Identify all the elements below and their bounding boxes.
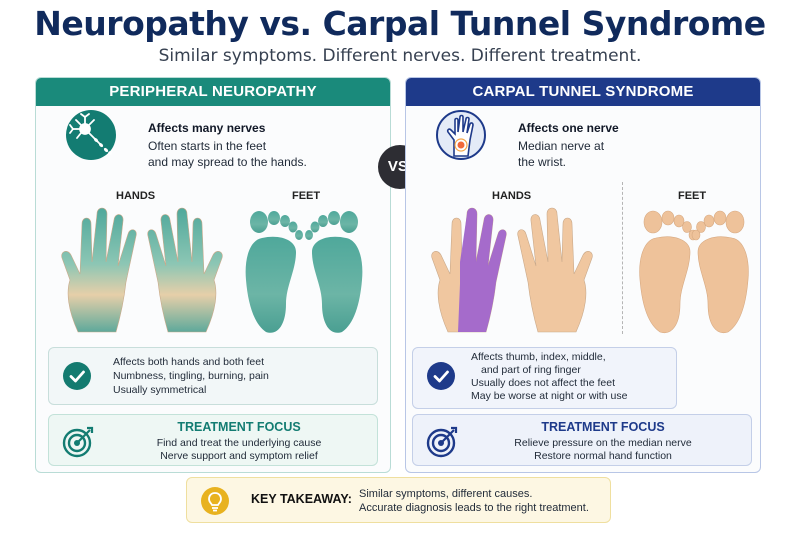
key-takeaway-label: KEY TAKEAWAY: [251,492,352,506]
carpal-tunnel-fact: May be worse at night or with use [471,390,628,402]
left-foot-shape [245,211,303,333]
lightbulb-icon [201,487,229,515]
carpal-tunnel-fact: and part of ring finger [481,364,581,376]
neuropathy-fact: Usually symmetrical [113,384,207,396]
page-title: Neuropathy vs. Carpal Tunnel Syndrome [34,4,766,43]
neuropathy-treatment-line: Find and treat the underlying cause [156,437,322,449]
neuropathy-intro-line: and may spread to the hands. [148,155,307,169]
check-icon [427,362,455,390]
key-takeaway-box: KEY TAKEAWAY: Similar symptoms, differen… [186,477,611,523]
carpal-tunnel-intro: Affects one nerve Median nerve at the wr… [518,120,758,170]
key-takeaway-line: Accurate diagnosis leads to the right tr… [359,502,589,514]
nerve-cell-icon [66,110,116,160]
neuropathy-fact: Affects both hands and both feet [113,356,265,368]
target-icon [425,425,459,459]
carpal-tunnel-treatment-line: Restore normal hand function [534,450,672,462]
carpal-tunnel-treatment-lines: Relieve pressure on the median nerve Res… [463,437,743,463]
carpal-tunnel-treatment-line: Relieve pressure on the median nerve [514,437,692,449]
key-takeaway-line: Similar symptoms, different causes. [359,488,533,500]
carpal-tunnel-intro-line: Median nerve at [518,139,605,153]
carpal-tunnel-treatment-box: TREATMENT FOCUS Relieve pressure on the … [412,414,752,466]
carpal-tunnel-fact: Affects thumb, index, middle, [471,351,606,363]
carpal-tunnel-feet-label: FEET [678,190,707,202]
neuropathy-treatment-line: Nerve support and symptom relief [160,450,318,462]
carpal-tunnel-fact: Usually does not affect the feet [471,377,615,389]
hand-wrist-icon [436,110,486,160]
right-hand-shape [517,207,593,333]
neuropathy-intro-lead: Affects many nerves [148,121,266,135]
right-foot-shape [691,210,749,334]
carpal-tunnel-intro-lead: Affects one nerve [518,121,619,135]
left-hand-shape [61,207,137,333]
carpal-tunnel-hands-label: HANDS [492,190,532,202]
neuropathy-intro-line: Often starts in the feet [148,139,267,153]
neuropathy-header: PERIPHERAL NEUROPATHY [36,78,390,106]
right-foot-shape [305,211,363,333]
carpal-tunnel-panel: CARPAL TUNNEL SYNDROME Affects one nerve… [405,77,761,473]
carpal-tunnel-hands-feet-illustration [431,207,749,334]
neuropathy-hands-label: HANDS [116,190,156,202]
neuropathy-hands-feet-illustration [61,207,363,333]
target-icon [61,425,95,459]
right-hand-shape [147,207,223,333]
neuropathy-feet-label: FEET [292,190,321,202]
left-hand-shape [431,207,507,333]
neuropathy-intro: Affects many nerves Often starts in the … [148,120,388,170]
check-icon [63,362,91,390]
key-takeaway-message: Similar symptoms, different causes. Accu… [359,487,589,515]
carpal-tunnel-facts-list: Affects thumb, index, middle, and part o… [471,351,627,403]
carpal-tunnel-intro-line: the wrist. [518,155,567,169]
neuropathy-fact: Numbness, tingling, burning, pain [113,370,269,382]
hands-feet-divider [622,182,623,334]
page-subtitle: Similar symptoms. Different nerves. Diff… [158,46,642,66]
carpal-tunnel-treatment-title: TREATMENT FOCUS [541,420,665,434]
neuropathy-panel: PERIPHERAL NEUROPATHY Affects many nerve… [35,77,391,473]
carpal-tunnel-facts-box: Affects thumb, index, middle, and part o… [412,347,677,409]
left-foot-shape [639,210,698,334]
neuropathy-treatment-box: TREATMENT FOCUS Find and treat the under… [48,414,378,466]
neuropathy-facts-box: Affects both hands and both feet Numbnes… [48,347,378,405]
neuropathy-treatment-lines: Find and treat the underlying cause Nerv… [99,437,379,463]
neuropathy-facts-list: Affects both hands and both feet Numbnes… [113,355,269,397]
neuropathy-treatment-title: TREATMENT FOCUS [177,420,301,434]
carpal-tunnel-header: CARPAL TUNNEL SYNDROME [406,78,760,106]
